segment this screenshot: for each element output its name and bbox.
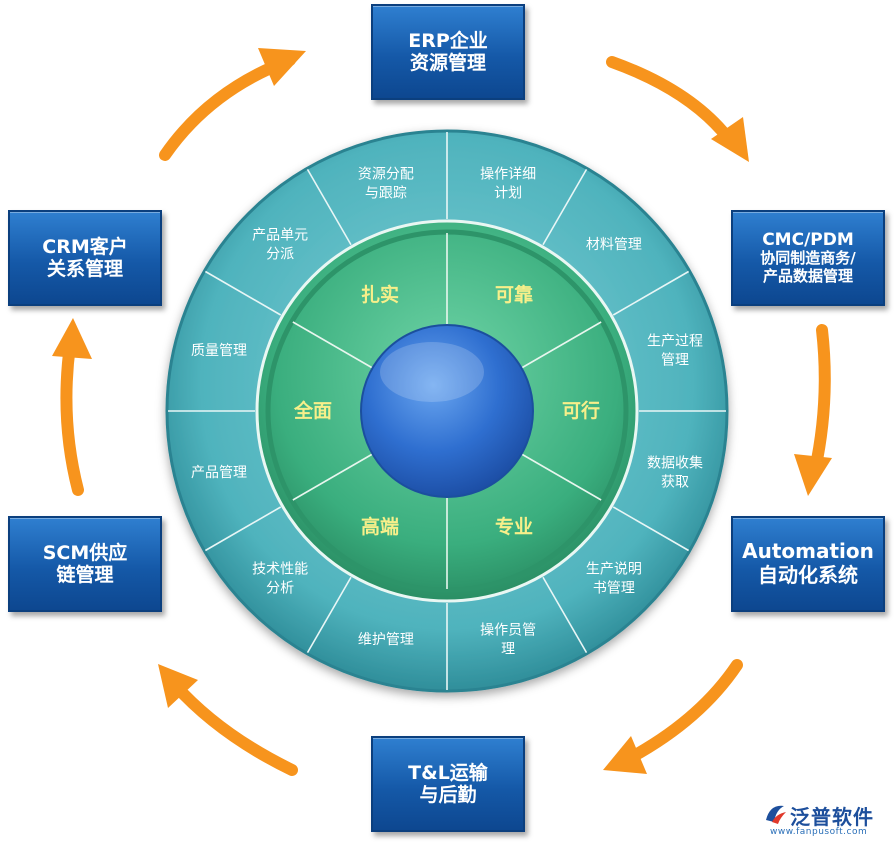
ring-item-line: 管理 [661,352,689,368]
ring-item-line: 操作详细 [480,167,536,183]
erp-box-line-2: 资源管理 [409,52,486,74]
center-label: 扎实 [361,283,399,306]
ring-item-line: 维护管理 [358,632,414,648]
outer-divider-line [306,576,352,654]
cmc-box-line-1: CMC/PDM [762,230,854,251]
arrow-top-right [606,56,734,144]
center-label: 高端 [361,515,399,538]
ring-item-line: 质量管理 [191,343,247,359]
arrow-head-left-lower [52,318,92,359]
ring-item-line: 分析 [266,580,294,596]
inner-divider-line [521,321,602,369]
inner-divider-line [292,453,373,501]
core-highlight [380,342,484,402]
ring-item-label: 维护管理 [358,632,414,648]
ring-item-label: 材料管理 [586,237,642,253]
center-core [360,324,534,498]
arrow-head-right-upper [794,454,832,496]
arrow-right-upper [809,324,831,476]
cmc-box-line-2: 协同制造商务/ [760,249,856,268]
arrow-head-right-lower [603,736,647,774]
arrow-right-lower [624,659,743,764]
ring-item-line: 获取 [661,475,689,491]
automation-box[interactable]: Automation 自动化系统 [731,516,885,612]
inner-divider-line [292,321,373,369]
ring-item-line: 生产过程 [647,333,703,349]
ring-item-line: 分派 [266,247,294,263]
ring-item-line: 数据收集 [647,455,703,472]
arrow-bottom-left [169,679,298,776]
arrow-head-top-right [711,117,749,162]
ring-item-label: 数据收集获取 [647,455,703,491]
arrow-heads [52,48,832,774]
outer-divider-line [542,576,588,654]
outer-divider-line [542,168,588,246]
ring-item-label: 产品单元分派 [252,228,308,263]
tl-box-line-1: T&L运输 [408,761,488,784]
center-label: 可行 [562,399,600,422]
ring-item-line: 材料管理 [586,237,642,253]
automation-box-line-2: 自动化系统 [758,563,858,587]
outer-ring-dividers [168,132,726,690]
erp-box-line-1: ERP企业 [408,29,488,52]
brand-logo[interactable]: 泛普软件 www.fanpusoft.com [762,800,888,842]
arrow-head-bottom-left [158,664,198,708]
ring-item-label: 质量管理 [191,343,247,359]
center-label: 全面 [293,399,332,422]
tl-box-line-2: 与后勤 [419,784,477,806]
arrow-head-top-left [258,48,306,86]
crm-box-line-2: 关系管理 [46,258,123,280]
ring-item-line: 理 [501,641,515,657]
scm-box-line-1: SCM供应 [42,541,128,564]
scm-box[interactable]: SCM供应 链管理 [8,516,162,612]
tl-box[interactable]: T&L运输 与后勤 [371,736,525,832]
brand-logo-icon [766,805,786,824]
ring-item-line: 产品管理 [191,465,247,481]
inner-ring-dividers [292,233,602,589]
ring-item-line: 操作员管 [480,622,536,638]
automation-box-line-1: Automation [742,539,874,564]
ring-item-line: 书管理 [593,580,635,596]
outer-divider-line [306,168,352,246]
arrow-left-lower [60,339,84,496]
outer-divider-line [612,270,690,316]
outer-divider-line [612,506,690,552]
erp-box[interactable]: ERP企业 资源管理 [371,4,525,100]
brand-name: 泛普软件 [790,805,874,829]
center-label: 可靠 [495,284,533,306]
ring-item-label: 生产过程管理 [647,333,703,368]
ring-item-line: 生产说明 [586,561,642,577]
ring-item-label: 生产说明书管理 [586,561,642,596]
cmc-box-line-3: 产品数据管理 [762,267,853,286]
cmc-pdm-box[interactable]: CMC/PDM 协同制造商务/ 产品数据管理 [731,210,885,306]
outer-divider-line [204,270,282,316]
ring-item-line: 计划 [494,186,522,202]
crm-box-line-1: CRM客户 [42,235,128,258]
flow-arrows [60,54,831,776]
ring-item-label: 资源分配与跟踪 [358,167,414,202]
brand-url: www.fanpusoft.com [770,827,868,837]
ring-item-label: 产品管理 [191,465,247,481]
ring-item-label: 技术性能分析 [252,561,308,596]
outer-divider-line [204,506,282,552]
crm-box[interactable]: CRM客户 关系管理 [8,210,162,306]
scm-box-line-2: 链管理 [56,564,114,586]
ring-item-line: 资源分配 [358,167,414,183]
ring-item-label: 操作详细计划 [480,167,536,202]
inner-divider-line [521,453,602,501]
ring-item-line: 技术性能 [252,561,308,577]
inner-ring-edge [265,229,629,593]
ring-item-line: 与跟踪 [365,186,407,202]
center-label: 专业 [495,515,533,538]
ring-item-label: 操作员管理 [480,622,536,657]
ring-item-line: 产品单元 [252,228,308,244]
